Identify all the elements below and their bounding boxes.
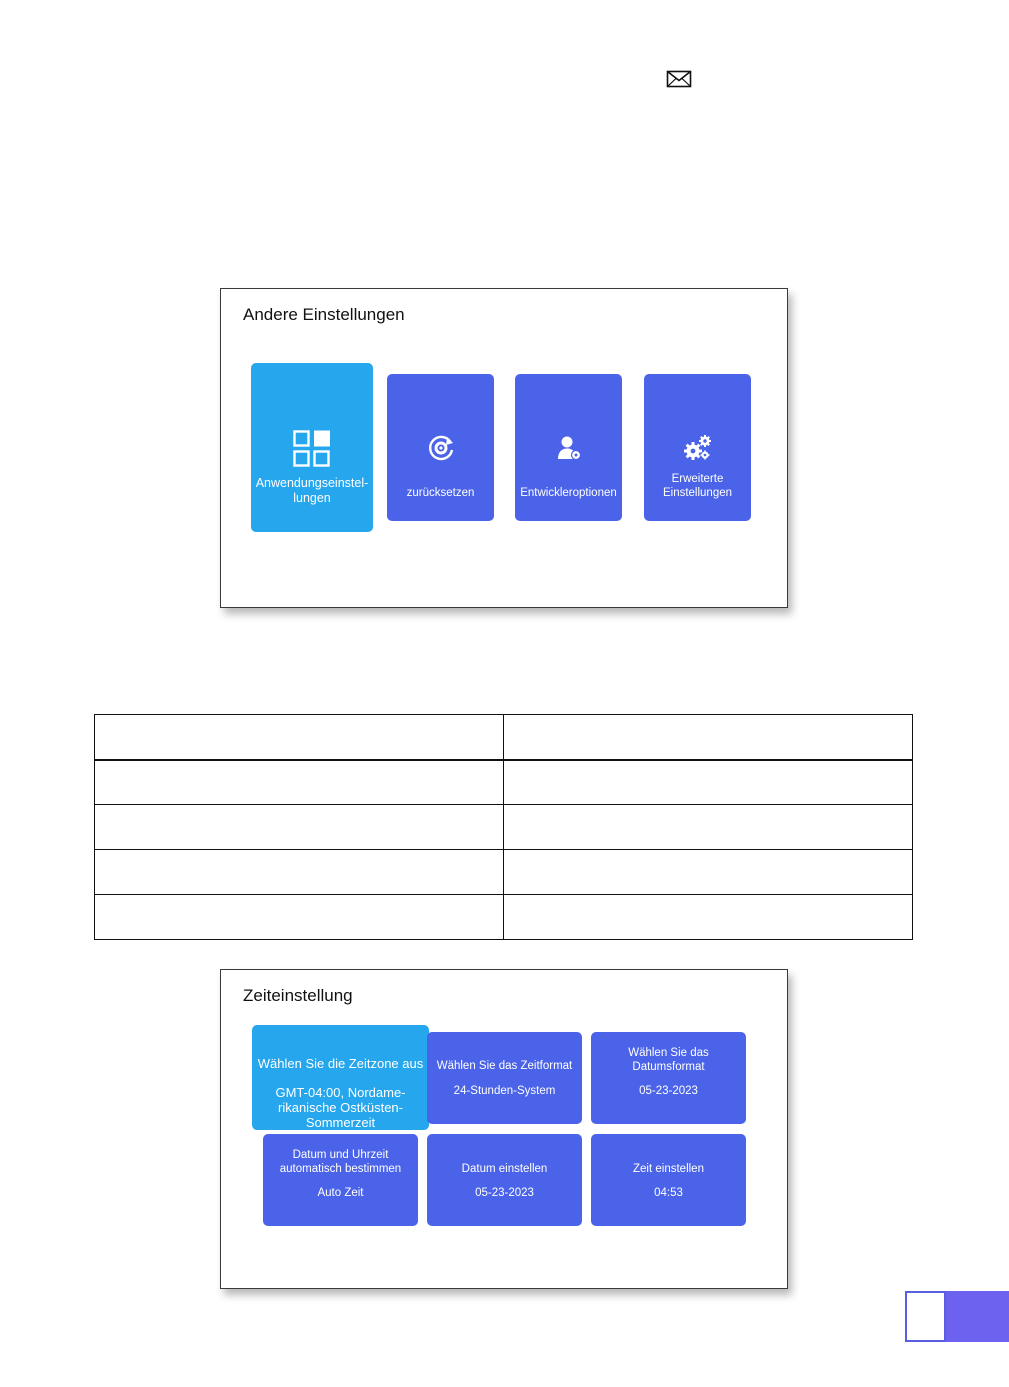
page-marker-box [905,1291,946,1342]
tile-app-settings[interactable]: Anwendungseinstel- lungen [251,363,373,532]
other-settings-panel: Andere Einstellungen Anwendungseinstel- … [220,288,788,608]
tile-label: zurücksetzen [406,487,475,499]
app-grid-icon [293,430,330,467]
tile-label: Erweiterte Einstellungen [662,473,733,499]
table-cell [94,714,504,761]
tile-value: 04:53 [654,1187,683,1199]
table-row [94,714,913,761]
table-cell [503,849,913,895]
tile-title: Datum und Uhrzeit automatisch bestimmen [279,1149,402,1175]
page-marker-fill [946,1291,1009,1342]
tile-set-time[interactable]: Zeit einstellen 04:53 [591,1134,746,1226]
tile-advanced-settings[interactable]: Erweiterte Einstellungen [644,374,751,521]
reset-gear-icon [428,435,454,461]
empty-table [94,714,913,940]
tile-value: GMT-04:00, Nordame- rikanische Ostküsten… [275,1085,406,1130]
tile-reset[interactable]: zurücksetzen [387,374,494,521]
panel-title: Andere Einstellungen [243,305,405,324]
table-cell [94,759,504,805]
tile-title: Wählen Sie das Zeitformat [436,1060,573,1072]
time-settings-panel: Zeiteinstellung Wählen Sie die Zeitzone … [220,969,788,1289]
tile-value: Auto Zeit [317,1187,364,1199]
envelope-icon [666,70,692,88]
tile-timezone[interactable]: Wählen Sie die Zeitzone aus GMT-04:00, N… [252,1025,429,1130]
table-cell [503,714,913,761]
gears-icon [684,435,711,460]
tile-label: Entwickleroptionen [520,487,617,499]
tile-value: 24-Stunden-System [453,1085,556,1097]
tile-title: Zeit einstellen [633,1163,704,1175]
tile-value: 05-23-2023 [639,1085,698,1097]
tile-title: Wählen Sie das Datumsformat [628,1047,709,1073]
panel-title: Zeiteinstellung [243,986,353,1005]
table-row [94,894,913,940]
table-row [94,804,913,850]
table-cell [94,849,504,895]
table-cell [503,894,913,940]
table-row [94,849,913,895]
tile-set-date[interactable]: Datum einstellen 05-23-2023 [427,1134,582,1226]
tile-label: Anwendungseinstel- lungen [255,476,369,505]
tile-title: Datum einstellen [461,1163,548,1175]
table-cell [94,894,504,940]
tile-title: Wählen Sie die Zeitzone aus [257,1056,424,1071]
tile-date-format[interactable]: Wählen Sie das Datumsformat 05-23-2023 [591,1032,746,1124]
tile-developer-options[interactable]: Entwickleroptionen [515,374,622,521]
table-cell [503,804,913,850]
tile-value: 05-23-2023 [475,1187,534,1199]
tile-auto-time[interactable]: Datum und Uhrzeit automatisch bestimmen … [263,1134,418,1226]
table-row [94,759,913,805]
developer-user-icon [558,436,582,461]
table-cell [503,759,913,805]
table-cell [94,804,504,850]
tile-time-format[interactable]: Wählen Sie das Zeitformat 24-Stunden-Sys… [427,1032,582,1124]
